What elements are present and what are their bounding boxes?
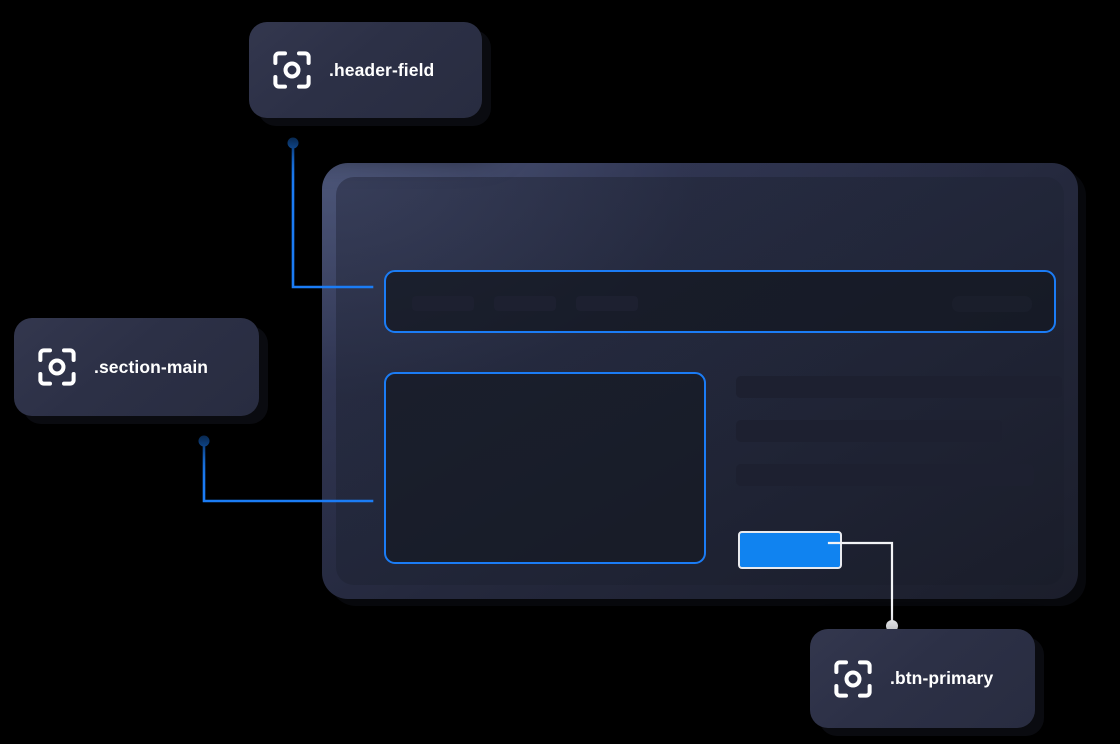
- browser-viewport: [336, 177, 1064, 585]
- nav-chip-1[interactable]: [412, 296, 474, 311]
- skeleton-line-2: [736, 420, 1002, 442]
- badge-body[interactable]: .section-main: [14, 318, 259, 416]
- browser-mockup-card: [322, 163, 1078, 599]
- badge-label: .btn-primary: [890, 668, 994, 688]
- nav-action-chip[interactable]: [952, 296, 1032, 312]
- content-body-row: [384, 372, 1062, 572]
- connector-dot-section-main: [198, 435, 210, 447]
- skeleton-line-1: [736, 376, 1062, 398]
- section-main-region[interactable]: [384, 372, 706, 564]
- badge-body[interactable]: .header-field: [249, 22, 482, 118]
- badge-body[interactable]: .btn-primary: [810, 629, 1035, 728]
- annotation-badge-section-main[interactable]: .section-main: [14, 318, 268, 424]
- header-field-region[interactable]: [384, 270, 1056, 333]
- scan-focus-icon: [273, 51, 311, 89]
- header-chip-row: [412, 296, 638, 311]
- connector-dot-header-field: [287, 137, 299, 149]
- annotation-badge-header-field[interactable]: .header-field: [249, 22, 491, 126]
- skeleton-line-3: [736, 464, 1034, 486]
- nav-chip-2[interactable]: [494, 296, 556, 311]
- nav-chip-3[interactable]: [576, 296, 638, 311]
- badge-label: .section-main: [94, 356, 209, 377]
- annotation-badge-btn-primary[interactable]: .btn-primary: [810, 629, 1044, 736]
- scan-focus-icon: [834, 659, 872, 698]
- badge-label: .header-field: [329, 59, 435, 80]
- scan-focus-icon: [38, 348, 76, 386]
- skeleton-text-column: [736, 376, 1062, 508]
- primary-button[interactable]: [738, 531, 842, 569]
